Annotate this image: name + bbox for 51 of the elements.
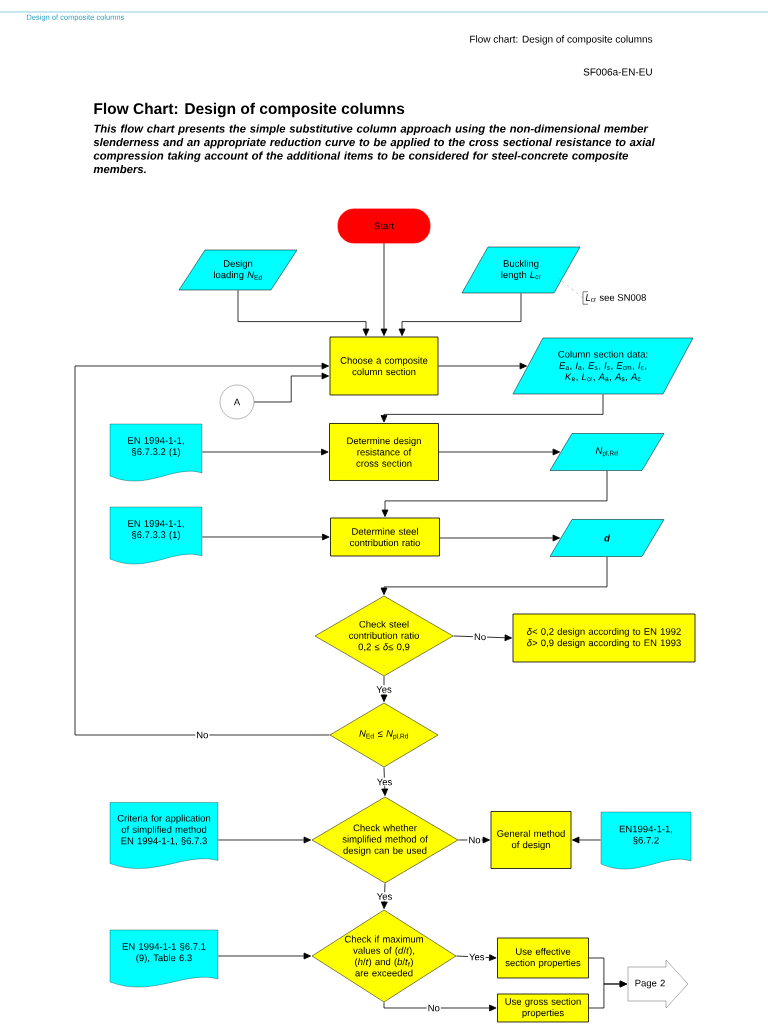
arrow [458,836,490,844]
caption: This flow chart presents the simple substitutive column approach using the non-dimensional member slenderness and an appropriate reduction curve to be applied to the cross sectional resistance to axial compression taking account of the additional items to be considered for steel-concrete composite members. [93,124,655,174]
arrow [380,556,608,595]
arrow [453,634,512,642]
arrow [218,952,311,960]
arrow [237,290,370,336]
arrow [380,394,604,423]
arrow [218,836,311,844]
process-box: General method of design [490,811,572,869]
arrow [380,243,388,336]
edge-label: Yes [375,892,394,901]
arrow [381,470,608,517]
data-parallelogram: Design loading N$_{Ed}$ [178,249,298,291]
edge-label: Yes [375,685,393,694]
arrow [380,676,388,702]
data-parallelogram: N$_{pl,Rd}$ [549,433,665,471]
edge-label: No [426,1003,441,1013]
arrow [456,954,497,961]
arrow [202,533,330,541]
edge-label: No [467,835,482,845]
process-box: δ< 0,2 design according to EN 1992 δ> 0,9 design according to EN 1993 [512,613,696,663]
edge-label: Yes [468,952,486,962]
arrow [438,362,527,370]
arrow [202,448,329,456]
arrow [253,372,329,403]
arrow [588,980,627,1009]
arrow [439,534,560,542]
arrow [572,836,601,844]
data-parallelogram: Column section data: E$_{a}$, I$_{a}$, E$_{s}$, I$_{s}$, E$_{cm}$, I$_{c}$, K$_{e}$, L$_{cr}$, A$_{a}$, A$_{s}$, A$_{c}$ [512,337,694,395]
leader-line [555,275,584,299]
arrow [438,448,560,456]
arrow [383,1002,497,1012]
document-code: SF006a-EN-EU [583,68,652,76]
process-box: Use gross section properties [497,993,589,1023]
data-parallelogram: d [549,519,665,557]
process-box: Determine steel contribution ratio [330,517,440,557]
title: Flow Chart: Design of composite columns [94,102,405,118]
data-parallelogram: Buckling length L$_{cr}$ [461,246,581,294]
note-text: L$_{cr}$ see SN008 [582,291,646,305]
process-box: Determine design resistance of cross section [329,423,439,481]
process-box: Choose a composite column section [329,336,439,396]
start-terminal: Start [337,208,431,244]
process-box: Use effective section properties [497,937,589,979]
arrow [380,883,388,909]
arrow [398,293,522,336]
arrow [381,767,389,796]
header-text: Flow chart: Design of composite columns [470,35,653,45]
edge-label: No [472,632,488,642]
edge-label: No [195,730,210,740]
arrow [74,362,330,736]
edge-label: Yes [375,777,394,787]
